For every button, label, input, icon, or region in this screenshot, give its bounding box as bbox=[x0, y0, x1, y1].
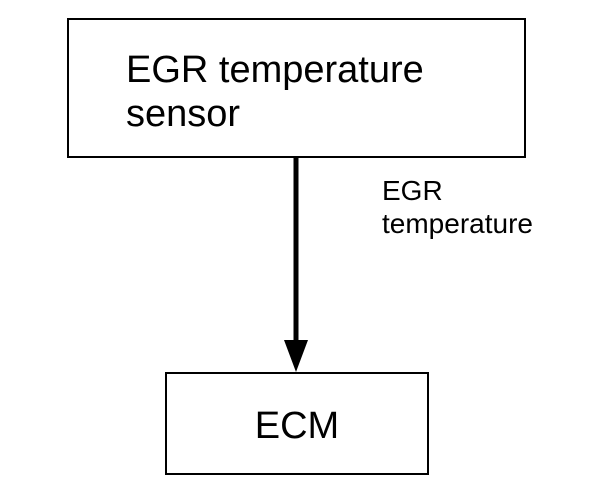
ecm-label: ECM bbox=[254, 405, 340, 447]
egr-temperature-signal-label: EGR temperature bbox=[382, 175, 533, 239]
ecm-box: ECM bbox=[165, 372, 429, 475]
signal-arrowhead bbox=[284, 340, 308, 372]
egr-temperature-sensor-box: EGR temperature sensor bbox=[67, 18, 526, 158]
egr-temperature-sensor-label: EGR temperature sensor bbox=[126, 49, 424, 135]
